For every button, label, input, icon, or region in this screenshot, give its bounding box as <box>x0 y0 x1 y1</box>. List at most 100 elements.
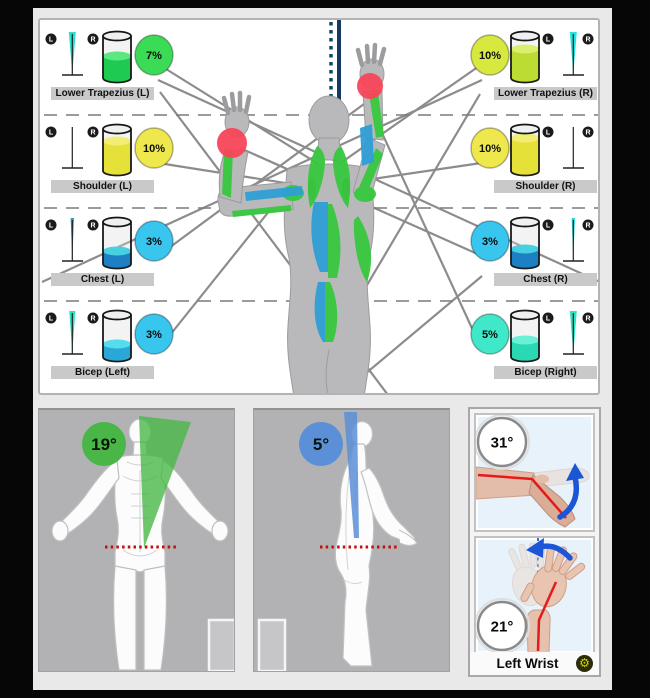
gauge-bicep-left: L R 3% <box>42 309 208 393</box>
body-side-view: 5° <box>257 412 418 671</box>
fill-cylinder-gauge <box>510 123 540 177</box>
svg-text:19°: 19° <box>91 435 117 454</box>
fill-cylinder-gauge <box>510 216 540 270</box>
angle-guide-line <box>477 473 567 519</box>
svg-text:21°: 21° <box>491 619 514 636</box>
angle-needle-gauge <box>62 127 83 169</box>
gauge-chest-left: L R 3% <box>42 216 208 300</box>
wrist-panel-title: Left Wrist <box>496 656 559 671</box>
gauge-shoulder-right: 10% L R Shoulder (R) <box>440 123 598 207</box>
gauge-chest-right: 3% L R Chest (R) <box>440 216 598 300</box>
gauge-lower-trapezius-right: 10% L R Lower Trapezius (R) <box>440 30 598 114</box>
muscle-label: Bicep (Left) <box>51 366 154 379</box>
svg-text:10%: 10% <box>479 50 501 62</box>
left-marker-icon: L <box>45 219 57 231</box>
percent-badge: 10% <box>134 127 174 169</box>
percent-badge: 10% <box>470 34 510 76</box>
right-marker-icon: R <box>87 219 99 231</box>
gauge-shoulder-left: L R 10% <box>42 123 208 207</box>
right-marker-icon: R <box>87 126 99 138</box>
svg-text:3%: 3% <box>146 329 162 341</box>
svg-text:R: R <box>585 223 590 230</box>
wrist-flexion-cell: 31° <box>474 413 595 532</box>
lean-angle-wedge <box>139 416 191 548</box>
right-marker-icon: R <box>87 33 99 45</box>
svg-text:10%: 10% <box>479 143 501 155</box>
plumb-line <box>337 20 341 122</box>
left-marker-icon: L <box>542 219 554 231</box>
angle-guide-line <box>536 581 558 652</box>
right-marker-icon: R <box>582 33 594 45</box>
angle-badge-front: 19° <box>82 422 126 466</box>
right-marker-icon: R <box>582 312 594 324</box>
svg-text:5%: 5% <box>482 329 498 341</box>
angle-needle-gauge <box>62 32 83 76</box>
app-screen: L R 7% <box>33 8 612 690</box>
muscle-label: Shoulder (R) <box>494 180 597 193</box>
svg-text:R: R <box>90 223 95 230</box>
angle-needle-gauge <box>563 311 584 355</box>
wrist-markers <box>217 73 383 158</box>
svg-text:L: L <box>49 223 54 230</box>
pedestal-block <box>207 618 234 671</box>
svg-text:L: L <box>49 37 54 44</box>
posture-side-panel: 5° <box>253 408 450 672</box>
gauge-lower-trapezius-left: L R 7% <box>42 30 208 114</box>
wrist-angle-flexion-badge: 31° <box>476 415 530 470</box>
fill-cylinder-gauge <box>102 216 132 270</box>
right-marker-icon: R <box>87 312 99 324</box>
angle-badge-side: 5° <box>299 422 343 466</box>
body-front-view: 19° <box>51 416 234 671</box>
svg-text:R: R <box>585 130 590 137</box>
wrist-panel-title-bar: Left Wrist ⚙ <box>470 652 599 675</box>
angle-needle-gauge <box>62 311 83 355</box>
left-marker-icon: L <box>45 33 57 45</box>
forearm <box>476 466 537 500</box>
svg-text:7%: 7% <box>146 50 162 62</box>
wrist-detail-panel: 31° <box>468 407 601 677</box>
muscle-activity-panel: L R 7% <box>38 18 600 395</box>
fill-cylinder-gauge <box>102 309 132 363</box>
fill-cylinder-gauge <box>102 30 132 84</box>
percent-badge: 10% <box>470 127 510 169</box>
percent-badge: 3% <box>470 220 510 262</box>
angle-needle-gauge <box>563 218 584 262</box>
wrist-angle-deviation-badge: 21° <box>476 598 530 653</box>
left-marker-icon: L <box>542 312 554 324</box>
rotation-arrow-icon <box>526 538 573 561</box>
angle-needle-gauge <box>563 127 584 169</box>
percent-badge: 7% <box>134 34 174 76</box>
muscle-label: Shoulder (L) <box>51 180 154 193</box>
percent-badge: 3% <box>134 313 174 355</box>
right-marker-icon: R <box>582 219 594 231</box>
lean-angle-wedge <box>344 412 359 538</box>
svg-text:R: R <box>585 37 590 44</box>
percent-badge: 5% <box>470 313 510 355</box>
muscle-label: Chest (R) <box>494 273 597 286</box>
settings-gear-icon[interactable]: ⚙ <box>576 655 593 672</box>
muscle-overlay-green <box>222 92 384 342</box>
fill-cylinder-gauge <box>510 309 540 363</box>
svg-text:3%: 3% <box>146 236 162 248</box>
svg-text:3%: 3% <box>482 236 498 248</box>
left-marker-icon: L <box>542 126 554 138</box>
hand-deviation-illustration: 21° <box>476 538 586 653</box>
left-marker-icon: L <box>45 126 57 138</box>
svg-text:R: R <box>90 37 95 44</box>
hand-flexion-illustration: 31° <box>476 415 590 528</box>
svg-text:R: R <box>585 316 590 323</box>
svg-text:L: L <box>49 130 54 137</box>
svg-text:R: R <box>90 316 95 323</box>
muscle-label: Bicep (Right) <box>494 366 597 379</box>
wrist-deviation-cell: 21° <box>474 536 595 655</box>
percent-badge: 3% <box>134 220 174 262</box>
angle-needle-gauge <box>563 32 584 76</box>
gauge-bicep-right: 5% L R Bicep (Right) <box>440 309 598 393</box>
svg-text:L: L <box>546 223 551 230</box>
body-back-view <box>41 20 598 393</box>
right-marker-icon: R <box>582 126 594 138</box>
svg-text:L: L <box>546 37 551 44</box>
svg-text:5°: 5° <box>313 435 329 454</box>
angle-needle-gauge <box>62 218 83 262</box>
fill-cylinder-gauge <box>510 30 540 84</box>
